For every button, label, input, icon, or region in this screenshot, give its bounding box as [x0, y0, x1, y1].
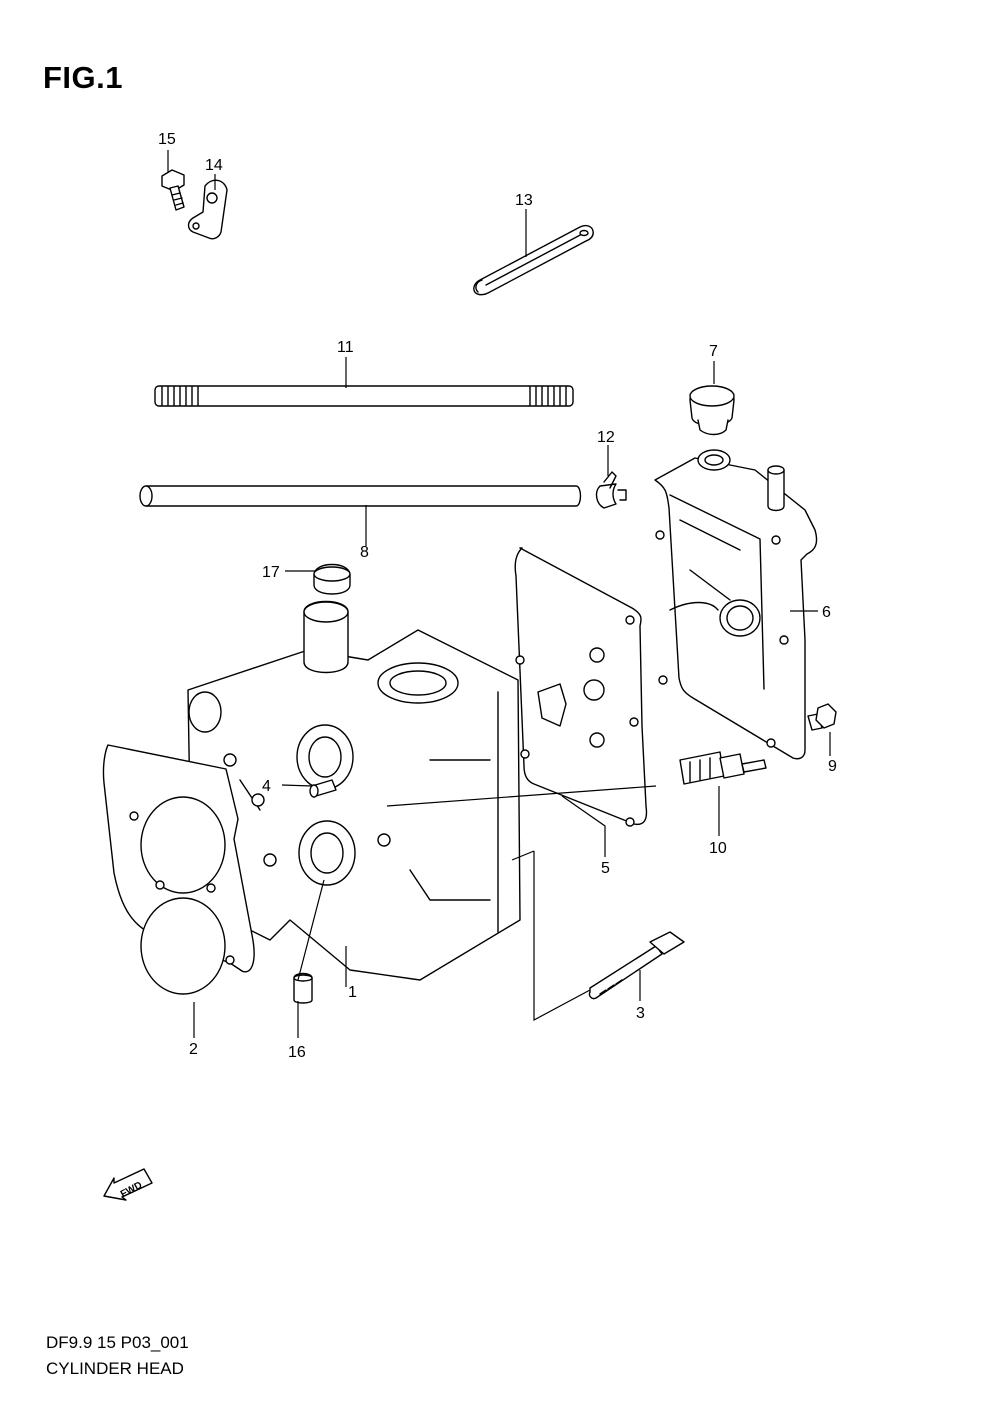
callout-14: 14: [205, 157, 223, 174]
part-11-threaded-rod[interactable]: [154, 385, 574, 407]
forward-direction-arrow-icon: [103, 1168, 153, 1201]
part-5-head-cover-gasket[interactable]: [514, 547, 648, 827]
part-16-stud[interactable]: [293, 972, 313, 1004]
figure-model-code: DF9.9 15 P03_001: [46, 1333, 189, 1352]
part-3-bolt[interactable]: [588, 931, 685, 1000]
callout-6: 6: [822, 604, 831, 621]
callout-15: 15: [158, 131, 176, 148]
callout-7: 7: [709, 343, 718, 360]
part-4-dowel-pin[interactable]: [309, 779, 337, 798]
part-12-clamp[interactable]: [595, 471, 627, 509]
part-10-spark-plug[interactable]: [679, 751, 767, 785]
callout-17: 17: [262, 564, 280, 581]
callout-12: 12: [597, 429, 615, 446]
part-8-tube[interactable]: [139, 485, 582, 507]
callout-1: 1: [348, 984, 357, 1001]
callout-13: 13: [515, 192, 533, 209]
part-9-bolt[interactable]: [807, 703, 837, 731]
part-6-cylinder-head-cover[interactable]: [654, 449, 818, 760]
callout-8: 8: [360, 544, 369, 561]
callout-11: 11: [337, 339, 354, 356]
figure-title: FIG.1: [43, 60, 124, 95]
part-7-oil-filler-cap[interactable]: [689, 385, 735, 436]
figure-name: CYLINDER HEAD: [46, 1359, 184, 1378]
part-1-cylinder-head[interactable]: [187, 600, 521, 981]
part-14-bracket[interactable]: [187, 179, 228, 240]
callout-3: 3: [636, 1005, 645, 1022]
callout-10: 10: [709, 840, 727, 857]
part-2-head-gasket[interactable]: [102, 744, 255, 995]
callout-16: 16: [288, 1044, 306, 1061]
part-13-strap[interactable]: [473, 224, 594, 296]
leader-lines: [167, 150, 831, 1038]
callout-5: 5: [601, 860, 610, 877]
callout-4: 4: [262, 778, 271, 795]
part-15-bolt[interactable]: [161, 169, 185, 211]
callout-9: 9: [828, 758, 837, 775]
callout-2: 2: [189, 1041, 198, 1058]
part-17-plug[interactable]: [313, 563, 351, 595]
